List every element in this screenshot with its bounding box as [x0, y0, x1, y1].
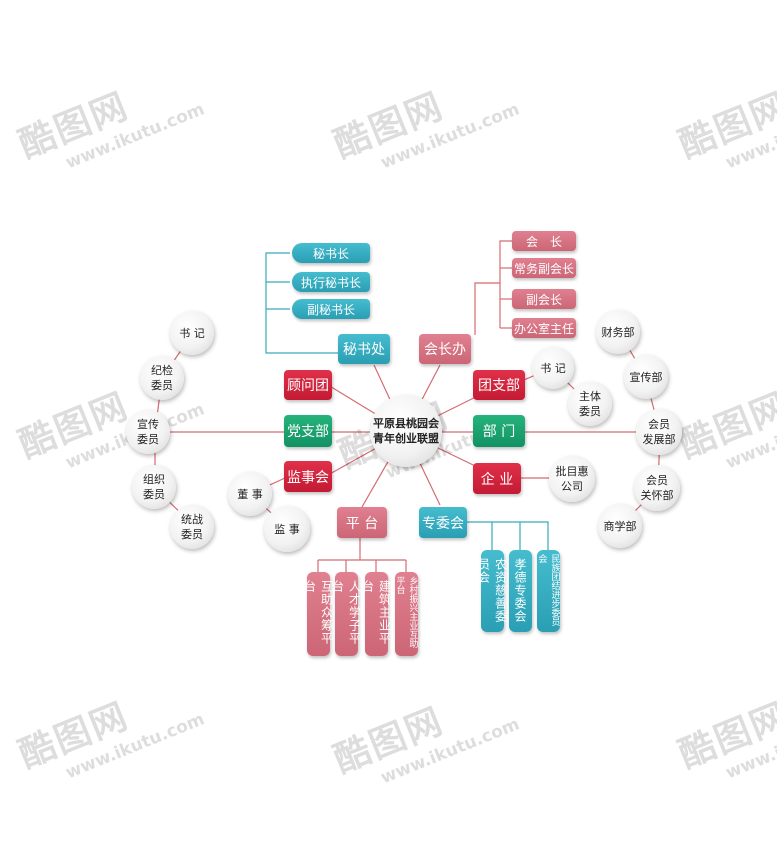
president-role: 常务副会长: [512, 258, 576, 278]
node-president-office: 会长办: [419, 334, 471, 364]
department-item: 会员 发展部: [636, 409, 682, 455]
node-supervisory-board: 监事会: [284, 461, 332, 492]
node-party-branch: 党支部: [284, 415, 332, 447]
party-branch-member: 宣传 委员: [126, 410, 170, 454]
secretary-bracket: [265, 252, 340, 354]
department-item: 宣传部: [624, 355, 668, 399]
party-branch-member: 纪检 委员: [140, 356, 184, 400]
party-branch-member: 组织 委员: [132, 465, 176, 509]
league-branch-member: 书 记: [532, 347, 574, 389]
secretary-role: 副秘书长: [292, 299, 370, 319]
platform-item: 乡村振兴主业互助平台: [395, 572, 418, 656]
platform-bracket: [317, 538, 407, 572]
node-secretariat: 秘书处: [338, 334, 390, 364]
president-role: 副会长: [512, 289, 576, 309]
enterprise-item: 批目惠 公司: [549, 456, 595, 502]
committee-bracket: [465, 521, 549, 550]
node-league-branch: 团支部: [473, 370, 525, 400]
node-departments: 部 门: [473, 415, 525, 447]
department-item: 财务部: [596, 310, 640, 354]
president-role: 办公室主任: [512, 318, 576, 338]
node-enterprises: 企 业: [473, 463, 521, 494]
platform-item: 建筑主业平台: [361, 572, 392, 656]
president-bracket: [474, 240, 512, 335]
node-platforms: 平 台: [337, 507, 387, 538]
committee-item: 孝德专委会: [509, 550, 532, 632]
supervisor-role: 监 事: [264, 506, 310, 552]
party-branch-member: 书 记: [170, 311, 214, 355]
department-item: 商学部: [598, 504, 642, 548]
president-role: 会 长: [512, 231, 576, 251]
committee-item: 农资慈善委员会: [477, 550, 508, 632]
secretary-role: 秘书长: [292, 243, 370, 263]
department-item: 会员 关怀部: [634, 465, 680, 511]
platform-item: 人才学子平台: [331, 572, 362, 656]
node-special-committees: 专委会: [419, 507, 467, 538]
league-branch-member: 主体 委员: [568, 382, 612, 426]
platform-item: 互助众筹平台: [303, 572, 334, 656]
secretary-role: 执行秘书长: [292, 272, 370, 292]
party-branch-member: 统战 委员: [170, 505, 214, 549]
center-node: 平原县桃园会青年创业联盟: [370, 395, 442, 467]
committee-item: 民族团结进步委员会: [537, 550, 560, 632]
supervisor-role: 董 事: [228, 472, 272, 516]
node-advisory-group: 顾问团: [284, 370, 332, 400]
